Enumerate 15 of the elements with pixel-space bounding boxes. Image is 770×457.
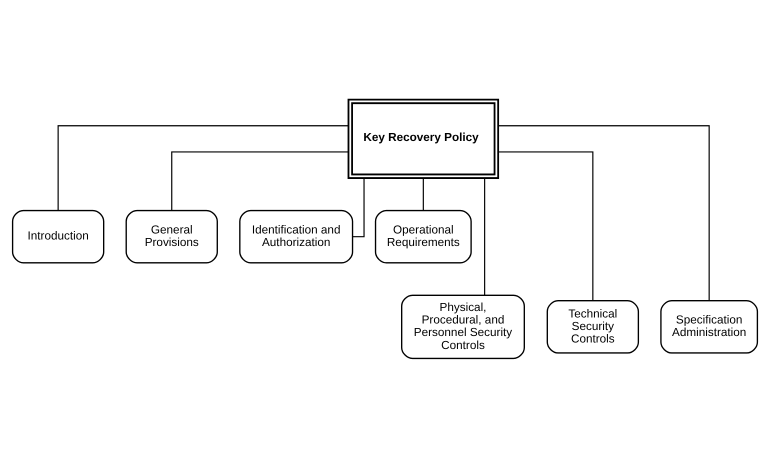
node-box: Key Recovery Policy (348, 98, 500, 178)
connector (422, 178, 424, 210)
connector (352, 178, 365, 237)
connector (58, 124, 348, 210)
node-box: Technical Security Controls (546, 300, 640, 354)
connector (171, 150, 348, 210)
connector (498, 124, 710, 300)
node-box: Operational Requirements (374, 209, 472, 263)
node-box: General Provisions (126, 209, 218, 263)
node-box: Physical, Procedural, and Personnel Security Controls (401, 294, 525, 359)
node-box: Specification Administration (660, 300, 758, 354)
node-box: Identification and Authorization (239, 209, 354, 263)
connector (498, 150, 594, 300)
connector (484, 178, 486, 295)
node-box: Introduction (12, 209, 104, 263)
